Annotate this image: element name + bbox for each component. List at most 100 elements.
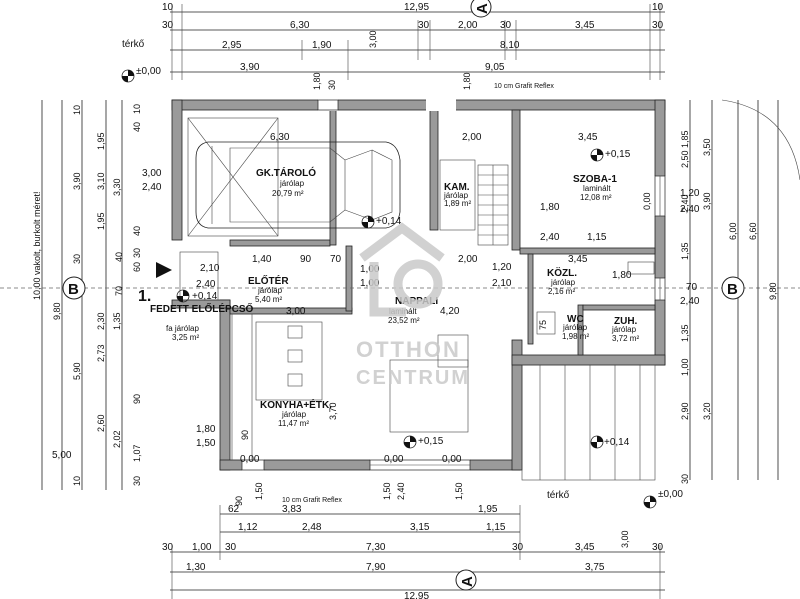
axis-a-top-label: A xyxy=(474,3,491,14)
dim-left-col3: 2,30 xyxy=(96,312,106,330)
dim-szoba-level: 0,00 xyxy=(642,192,652,210)
watermark: OTTHON CENTRUM xyxy=(356,222,468,389)
dim-szoba-1: 1,80 xyxy=(540,202,560,213)
dim-bottom-vert: 3,00 xyxy=(620,530,630,548)
dim-left-col1: 9,80 xyxy=(52,302,62,320)
dim-bottom-row2: 62 xyxy=(228,504,240,515)
dim-left-col3: 2,60 xyxy=(96,414,106,432)
toilet xyxy=(536,311,556,335)
dim-konyha-4: 0,00 xyxy=(240,454,260,465)
room-garage-name: GK.TÁROLÓ xyxy=(256,166,316,179)
top-dimensions: 10 12,95 10 30 6,30 30 2,00 30 3,45 30 2… xyxy=(121,0,665,90)
garage-room: GK.TÁROLÓ járólap 20,79 m² 6,30 3,00 2,4… xyxy=(142,117,401,237)
dim-right-col1: 2,90 xyxy=(680,402,690,420)
sofa xyxy=(389,359,469,433)
room-konyha-name: KONYHA+ÉTK. xyxy=(260,398,332,411)
dim-left-col4: 30 xyxy=(132,248,142,258)
room-eloter-floor: járólap xyxy=(257,286,283,295)
dim-right-col2: 6,60 xyxy=(748,222,758,240)
dim-top-row4: 9,05 xyxy=(485,62,505,73)
axis-a-bottom-label: A xyxy=(459,576,476,587)
dim-left-col4: 90 xyxy=(132,394,142,404)
dim-left-col2: 30 xyxy=(72,254,82,264)
dim-top-vert: 3,00 xyxy=(368,30,378,48)
kozl-room: KÖZL. járólap 2,16 m² 3,45 1,80 xyxy=(547,254,655,296)
dim-bottom-row1: 1,50 xyxy=(254,482,264,500)
dim-szoba-width: 3,45 xyxy=(578,132,598,143)
dim-eloter-2: 90 xyxy=(300,254,312,265)
dim-garage-door2: 2,40 xyxy=(142,182,162,193)
dim-top-vert: 30 xyxy=(327,80,337,90)
wc-room: WC járólap 1,98 m² 75 xyxy=(536,311,589,341)
dim-left-col3: 2,73 xyxy=(96,344,106,362)
dim-top-vert: 1,80 xyxy=(462,72,472,90)
car-icon xyxy=(195,141,401,229)
dim-top-row2: 2,00 xyxy=(458,20,478,31)
dim-top-row2: 3,45 xyxy=(575,20,595,31)
dim-top-row2: 30 xyxy=(418,20,430,31)
dim-left-col4: 1,07 xyxy=(132,444,142,462)
armchair xyxy=(437,334,469,368)
dim-left-col3: 1,95 xyxy=(96,212,106,230)
dim-bottom-row4: 30 xyxy=(512,542,524,553)
dim-szoba-2: 2,40 xyxy=(540,232,560,243)
dim-bottom-row2: 3,83 xyxy=(282,504,302,515)
dim-right-col1: 30 xyxy=(680,474,690,484)
dim-left-col4: 40 xyxy=(132,226,142,236)
dim-nappali-6: 2,10 xyxy=(492,278,512,289)
dim-nappali-5: 1,20 xyxy=(492,262,512,273)
room-fedett-area: 3,25 m² xyxy=(172,333,199,342)
dim-right-col2: 3,90 xyxy=(702,192,712,210)
dim-top-total: 12,95 xyxy=(404,2,429,13)
room-zuh-floor: járólap xyxy=(611,325,637,334)
appliance xyxy=(627,261,655,275)
dim-left-col2: 10 xyxy=(72,476,82,486)
dim-left-col4: 40 xyxy=(132,122,142,132)
dim-garage-door: 3,00 xyxy=(142,168,162,179)
watermark-logo-icon xyxy=(359,222,445,317)
dim-konyha-1: 1,80 xyxy=(196,424,216,435)
room-wc-floor: járólap xyxy=(562,323,588,332)
dim-bottom-row4: 3,45 xyxy=(575,542,595,553)
dim-top-row3: 1,90 xyxy=(312,40,332,51)
dim-left-col2: 3,90 xyxy=(72,172,82,190)
dim-right-col2: 6,00 xyxy=(728,222,738,240)
terrace: +0,14 xyxy=(521,364,656,481)
room-garage-area: 20,79 m² xyxy=(272,189,304,198)
dim-left-col3: 3,30 xyxy=(112,178,122,196)
dim-konyha-2: 1,50 xyxy=(196,438,216,449)
dim-left-col4: 30 xyxy=(132,476,142,486)
room-kozl-area: 2,16 m² xyxy=(548,287,575,296)
dim-right-col1: 1,35 xyxy=(680,324,690,342)
staircase xyxy=(477,164,509,246)
dim-right-col1: 2,40 xyxy=(680,296,700,307)
dim-szoba-3: 1,15 xyxy=(587,232,607,243)
dim-nappali-7: 0,00 xyxy=(384,454,404,465)
dim-top-vert: 1,80 xyxy=(312,72,322,90)
dim-top-row2: 30 xyxy=(162,20,174,31)
room-zuh-name: ZUH. xyxy=(614,316,638,327)
kamra-room: KAM. járólap 1,89 m² 2,00 xyxy=(439,132,482,231)
axis-marker-a-top: A xyxy=(470,0,492,18)
dim-right-col1: 1,85 xyxy=(680,130,690,148)
dim-eloter-1: 1,40 xyxy=(252,254,272,265)
dim-bottom-row5: 1,30 xyxy=(186,562,206,573)
dim-left-col4: 40 xyxy=(114,252,124,262)
dim-bottom-row3: 1,12 xyxy=(238,522,258,533)
dim-nappali-9: 3,70 xyxy=(328,402,338,420)
dim-left-misc: 5,00 xyxy=(52,450,72,461)
note-bottom-reflex: 10 cm Grafit Reflex xyxy=(282,497,342,504)
room-szoba-floor: laminált xyxy=(583,184,611,193)
level-marker-nappali: +0,15 xyxy=(403,435,444,449)
level-nappali-text: +0,15 xyxy=(418,436,444,447)
dim-right-col2: 3,20 xyxy=(702,402,712,420)
konyha-room: KONYHA+ÉTK. járólap 11,47 m² 1,80 1,50 9… xyxy=(196,313,332,465)
room-zuh-area: 3,72 m² xyxy=(612,334,639,343)
room-konyha-floor: járólap xyxy=(281,410,307,419)
entrance-arrow-icon xyxy=(156,262,172,278)
dim-bottom-row4: 30 xyxy=(225,542,237,553)
entrance-number: 1. xyxy=(138,288,151,305)
room-eloter-area: 5,40 m² xyxy=(255,295,282,304)
axis-b-left-label: B xyxy=(68,281,79,298)
